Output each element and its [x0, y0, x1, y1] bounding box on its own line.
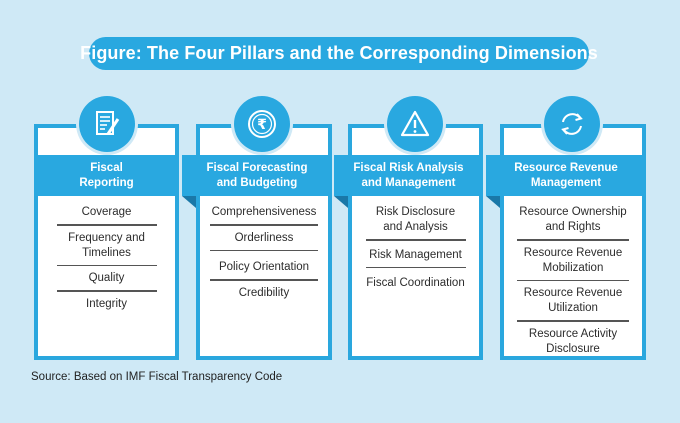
- ribbon-fold: [182, 196, 196, 208]
- figure-title: Figure: The Four Pillars and the Corresp…: [80, 43, 598, 63]
- dimension-item: Resource Revenue Mobilization: [523, 246, 623, 274]
- ribbon-fold: [486, 196, 500, 208]
- dimension-item: Risk Disclosure and Analysis: [375, 206, 456, 233]
- dimension-item: Quality: [88, 272, 125, 284]
- pillar-header-label: Resource Revenue Management: [514, 161, 618, 189]
- dimension-list-resource-revenue: Resource Ownership and Rights Resource R…: [500, 205, 646, 357]
- warning-triangle-icon: [387, 96, 443, 152]
- pillar-header-fiscal-forecasting: Fiscal Forecasting and Budgeting: [182, 155, 332, 196]
- pillar-header-label: Fiscal Forecasting and Budgeting: [206, 161, 308, 189]
- pillar-header-label: Fiscal Risk Analysis and Management: [353, 161, 464, 189]
- divider: [517, 320, 629, 322]
- divider: [210, 279, 318, 281]
- dimension-item: Comprehensiveness: [211, 206, 317, 218]
- divider: [56, 224, 157, 226]
- svg-text:₹: ₹: [257, 117, 267, 133]
- ribbon-fold: [334, 196, 348, 208]
- dimension-item: Frequency and Timelines: [68, 231, 145, 259]
- dimension-item: Resource Revenue Utilization: [523, 287, 623, 314]
- dimension-item: Resource Ownership and Rights: [519, 206, 627, 233]
- pillar-header-label: Fiscal Reporting: [79, 161, 134, 189]
- dimension-item: Fiscal Coordination: [366, 277, 465, 289]
- pillar-header-fiscal-reporting: Fiscal Reporting: [34, 155, 179, 196]
- pillar-header-fiscal-risk: Fiscal Risk Analysis and Management: [334, 155, 483, 196]
- divider: [365, 266, 466, 268]
- dimension-item: Resource Activity Disclosure: [528, 327, 618, 355]
- divider: [56, 264, 157, 266]
- divider: [517, 239, 629, 241]
- dimension-item: Credibility: [238, 286, 290, 299]
- dimension-item: Policy Orientation: [218, 261, 310, 273]
- cycle-arrows-icon: [544, 96, 600, 152]
- rupee-coin-icon: ₹: [234, 96, 290, 152]
- divider: [210, 249, 318, 251]
- dimension-list-fiscal-forecasting: Comprehensiveness Orderliness Policy Ori…: [196, 205, 332, 301]
- divider: [56, 290, 157, 292]
- divider: [517, 279, 629, 281]
- dimension-item: Coverage: [81, 206, 132, 218]
- document-pen-icon: [79, 96, 135, 152]
- pillar-header-resource-revenue: Resource Revenue Management: [486, 155, 646, 196]
- dimension-list-fiscal-risk: Risk Disclosure and Analysis Risk Manage…: [348, 205, 483, 291]
- divider: [365, 239, 466, 241]
- dimension-item: Integrity: [86, 297, 127, 310]
- dimension-item: Risk Management: [369, 248, 462, 261]
- dimension-list-fiscal-reporting: Coverage Frequency and Timelines Quality…: [34, 205, 179, 312]
- dimension-item: Orderliness: [234, 231, 294, 244]
- divider: [210, 224, 318, 226]
- figure-title-banner: Figure: The Four Pillars and the Corresp…: [80, 37, 598, 70]
- source-note: Source: Based on IMF Fiscal Transparency…: [31, 371, 283, 383]
